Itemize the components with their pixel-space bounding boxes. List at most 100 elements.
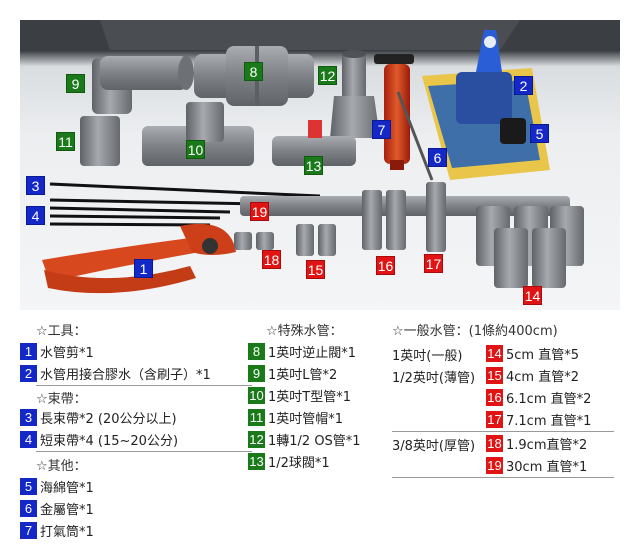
item-number-badge: 12	[248, 431, 265, 448]
section-divider	[36, 385, 252, 386]
legend-item-17: 17 7.1cm 直管*1	[486, 410, 591, 429]
item-number-badge: 8	[248, 343, 265, 360]
item-text: 4cm 直管*2	[506, 370, 579, 385]
legend-item-14: 14 5cm 直管*5	[486, 344, 579, 363]
item-text: 5cm 直管*5	[506, 348, 579, 363]
legend-item-8: 8 1英吋逆止閥*1	[248, 342, 356, 361]
item-text: 1英吋逆止閥*1	[268, 346, 357, 361]
item-text: 水管用接合膠水（含刷子）*1	[40, 368, 211, 383]
photo-tag-17: 17	[424, 254, 443, 273]
special-pipes-header: ☆特殊水管：	[266, 324, 343, 339]
legend-item-6: 6 金屬管*1	[20, 499, 94, 518]
legend-item-4: 4 短束帶*4 (15~20公分)	[20, 430, 178, 449]
legend-item-19: 19 30cm 直管*1	[486, 456, 587, 475]
item-text: 水管剪*1	[40, 346, 94, 361]
cable-ties-part	[49, 182, 321, 227]
photo-tag-12: 12	[318, 66, 337, 85]
sponge-tube-part	[500, 118, 526, 144]
photo-tag-19: 19	[250, 202, 269, 221]
item-number-badge: 7	[20, 522, 37, 539]
ball-valve-part	[272, 120, 356, 166]
pipe-6cm-part	[362, 190, 406, 250]
section-divider	[392, 477, 614, 478]
legend-item-3: 3 長束帶*2 (20公分以上)	[20, 408, 177, 427]
legend-item-1: 1 水管剪*1	[20, 342, 94, 361]
item-number-badge: 18	[486, 435, 503, 452]
metal-tube-part	[396, 91, 434, 181]
photo-tag-9: 9	[66, 74, 85, 93]
item-text: 30cm 直管*1	[506, 460, 588, 475]
item-text: 1.9cm直管*2	[506, 438, 588, 453]
pump-part	[374, 54, 414, 170]
item-text: 海綿管*1	[40, 481, 94, 496]
item-text: 長束帶*2 (20公分以上)	[40, 412, 177, 427]
item-text: 6.1cm 直管*2	[506, 392, 592, 407]
parts-photo: 1 2 3 4 5 6 7 8 9 10 11 12 13 14 15 16 1…	[20, 20, 620, 310]
others-header: ☆其他：	[36, 459, 87, 474]
background-shirt	[100, 20, 520, 50]
group-label-half-inch: 1/2英吋(薄管)	[392, 371, 476, 386]
photo-tag-18: 18	[262, 250, 281, 269]
legend-item-11: 11 1英吋管帽*1	[248, 408, 343, 427]
pipe-4cm-part	[296, 224, 336, 256]
photo-tag-3: 3	[26, 176, 45, 195]
item-text: 短束帶*4 (15~20公分)	[40, 434, 179, 449]
item-number-badge: 16	[486, 389, 503, 406]
legend-item-12: 12 1轉1/2 OS管*1	[248, 430, 361, 449]
photo-tag-1: 1	[134, 259, 153, 278]
glue-can-part	[422, 30, 550, 180]
legend-item-5: 5 海綿管*1	[20, 477, 94, 496]
item-number-badge: 1	[20, 343, 37, 360]
item-number-badge: 2	[20, 365, 37, 382]
item-number-badge: 15	[486, 367, 503, 384]
item-text: 1英吋T型管*1	[268, 390, 351, 405]
photo-tag-16: 16	[376, 256, 395, 275]
photo-tag-11: 11	[56, 132, 75, 151]
pipe-cap-part	[80, 116, 120, 166]
legend-item-16: 16 6.1cm 直管*2	[486, 388, 591, 407]
photo-tag-6: 6	[428, 148, 447, 167]
parts-illustration	[20, 20, 620, 294]
legend-item-13: 13 1/2球閥*1	[248, 452, 330, 471]
item-number-badge: 10	[248, 387, 265, 404]
legend-item-15: 15 4cm 直管*2	[486, 366, 579, 385]
general-pipes-header: ☆一般水管：(1條約400cm)	[392, 324, 558, 339]
photo-tag-4: 4	[26, 206, 45, 225]
os-pipe-part	[330, 50, 380, 138]
item-number-badge: 9	[248, 365, 265, 382]
photo-tag-5: 5	[530, 124, 549, 143]
pipe-cutter-part	[42, 223, 236, 294]
legend-item-7: 7 打氣筒*1	[20, 521, 94, 540]
item-text: 1/2球閥*1	[268, 456, 330, 471]
group-label-1inch: 1英吋(一般)	[392, 349, 463, 364]
tools-header: ☆工具：	[36, 324, 87, 339]
section-divider	[392, 431, 614, 432]
legend-item-9: 9 1英吋L管*2	[248, 364, 337, 383]
photo-tag-2: 2	[514, 76, 533, 95]
item-number-badge: 5	[20, 478, 37, 495]
item-number-badge: 4	[20, 431, 37, 448]
legend-item-2: 2 水管用接合膠水（含刷子）*1	[20, 364, 211, 383]
item-number-badge: 17	[486, 411, 503, 428]
photo-tag-7: 7	[372, 120, 391, 139]
legend-item-18: 18 1.9cm直管*2	[486, 434, 587, 453]
photo-tag-8: 8	[244, 62, 263, 81]
group-label-three-eighths-inch: 3/8英吋(厚管)	[392, 439, 476, 454]
item-number-badge: 11	[248, 409, 265, 426]
item-number-badge: 6	[20, 500, 37, 517]
item-text: 1英吋L管*2	[268, 368, 338, 383]
item-number-badge: 3	[20, 409, 37, 426]
legend-item-10: 10 1英吋T型管*1	[248, 386, 351, 405]
item-text: 1轉1/2 OS管*1	[268, 434, 361, 449]
item-text: 打氣筒*1	[40, 525, 94, 540]
section-divider	[36, 451, 252, 452]
item-number-badge: 13	[248, 453, 265, 470]
item-number-badge: 14	[486, 345, 503, 362]
photo-tag-15: 15	[306, 260, 325, 279]
l-pipe-part	[92, 56, 194, 114]
item-number-badge: 19	[486, 457, 503, 474]
ties-header: ☆束帶：	[36, 392, 87, 407]
item-text: 7.1cm 直管*1	[506, 414, 592, 429]
pipe-5cm-part	[476, 206, 584, 288]
pipe-7cm-part	[426, 182, 446, 252]
